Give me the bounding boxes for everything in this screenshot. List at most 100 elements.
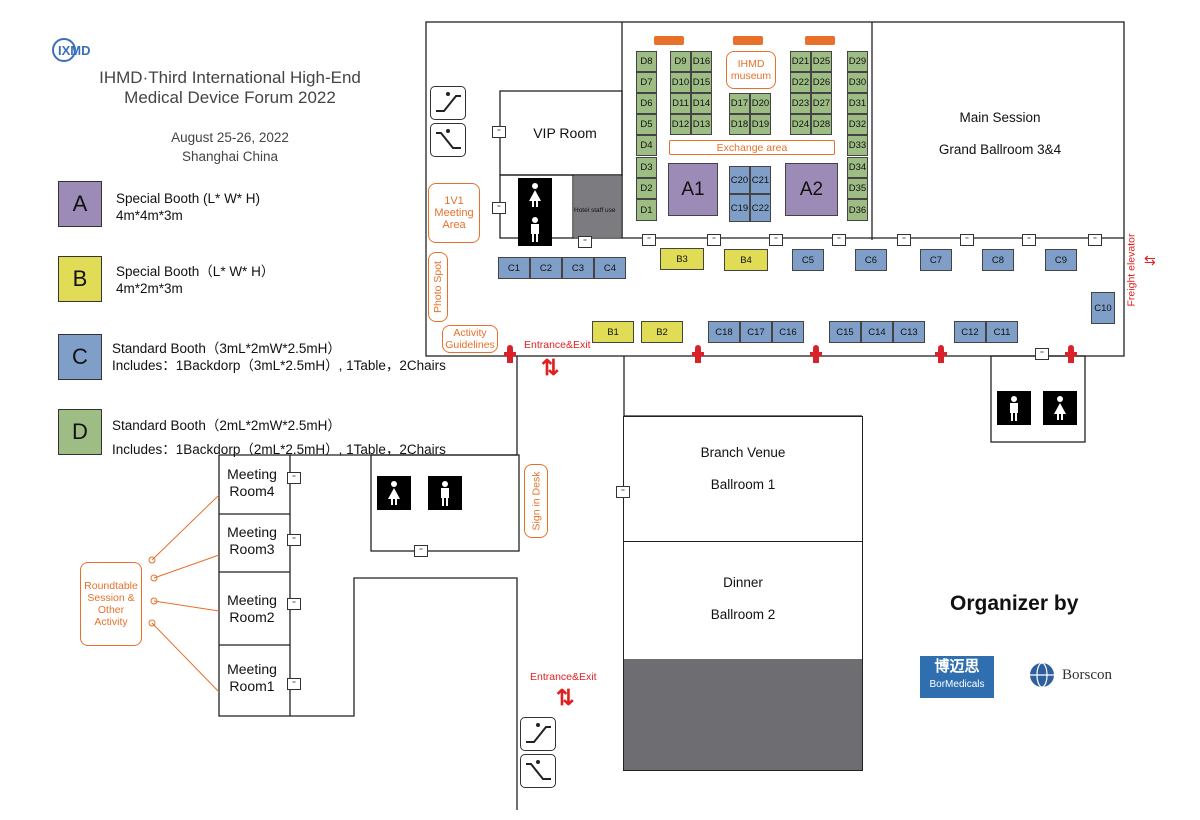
door-icon: ⁼ — [492, 126, 506, 138]
booth-b3[interactable]: B3 — [660, 248, 704, 270]
booth-c18[interactable]: C18 — [708, 321, 740, 343]
booth-d35[interactable]: D35 — [847, 178, 868, 199]
booth-d30[interactable]: D30 — [847, 72, 868, 93]
booth-d2[interactable]: D2 — [636, 178, 657, 199]
roundtable-session: Roundtable Session & Other Activity — [80, 562, 142, 646]
door-icon: ⁼ — [492, 202, 506, 214]
booth-d8[interactable]: D8 — [636, 51, 657, 72]
booth-c16[interactable]: C16 — [772, 321, 804, 343]
booth-d15[interactable]: D15 — [691, 72, 712, 93]
male-restroom-icon — [518, 212, 552, 246]
service-icon — [654, 36, 684, 45]
booth-c1[interactable]: C1 — [498, 257, 530, 279]
escalator-icon-1 — [430, 86, 466, 120]
booth-d24[interactable]: D24 — [790, 114, 811, 135]
booth-d11[interactable]: D11 — [670, 93, 691, 114]
booth-a2[interactable]: A2 — [785, 163, 838, 216]
booth-c6[interactable]: C6 — [855, 249, 887, 271]
booth-d17[interactable]: D17 — [729, 93, 750, 114]
booth-d6[interactable]: D6 — [636, 93, 657, 114]
booth-d19[interactable]: D19 — [750, 114, 771, 135]
booth-c5[interactable]: C5 — [792, 249, 824, 271]
booth-c8[interactable]: C8 — [982, 249, 1014, 271]
booth-d20[interactable]: D20 — [750, 93, 771, 114]
booth-d14[interactable]: D14 — [691, 93, 712, 114]
escalator-icon-4 — [520, 754, 556, 788]
booth-d12[interactable]: D12 — [670, 114, 691, 135]
branch-venue-room — [623, 416, 863, 542]
booth-d3[interactable]: D3 — [636, 157, 657, 178]
female-restroom-icon — [518, 178, 552, 212]
booth-d36[interactable]: D36 — [847, 199, 868, 221]
page-title: IHMD·Third International High-End Medica… — [99, 68, 361, 107]
hotel-staff-area — [574, 176, 621, 237]
booth-c20[interactable]: C20 — [729, 166, 750, 194]
legend-text-c: Standard Booth（3mL*2mW*2.5mH）Includes：1B… — [112, 341, 446, 373]
photo-spot: Photo Spot — [428, 252, 448, 322]
male-restroom-icon — [428, 476, 462, 510]
booth-c10[interactable]: C10 — [1091, 292, 1115, 324]
booth-d1[interactable]: D1 — [636, 199, 657, 221]
door-icon: ⁼ — [1035, 348, 1049, 360]
booth-c21[interactable]: C21 — [750, 166, 771, 194]
booth-c2[interactable]: C2 — [530, 257, 562, 279]
door-icon: ⁼ — [960, 234, 974, 246]
booth-d7[interactable]: D7 — [636, 72, 657, 93]
organizer-heading: Organizer by — [950, 592, 1079, 615]
booth-c15[interactable]: C15 — [829, 321, 861, 343]
female-restroom-icon — [1043, 391, 1077, 425]
booth-b4[interactable]: B4 — [724, 249, 768, 271]
booth-d9[interactable]: D9 — [670, 51, 691, 72]
dinner-stage — [624, 659, 862, 770]
booth-d22[interactable]: D22 — [790, 72, 811, 93]
booth-c14[interactable]: C14 — [861, 321, 893, 343]
exchange-area: Exchange area — [669, 140, 835, 155]
booth-b2[interactable]: B2 — [641, 321, 683, 343]
entrance-arrows-icon-1: ⇅ — [541, 355, 560, 380]
legend-box-d: D — [58, 409, 102, 455]
booth-c11[interactable]: C11 — [986, 321, 1018, 343]
legend-text-b: Special Booth（L* W* H）4m*2m*3m — [116, 264, 275, 296]
booth-d10[interactable]: D10 — [670, 72, 691, 93]
booth-d13[interactable]: D13 — [691, 114, 712, 135]
booth-c22[interactable]: C22 — [750, 194, 771, 222]
female-restroom-icon — [377, 476, 411, 510]
door-icon: ⁼ — [1022, 234, 1036, 246]
booth-c4[interactable]: C4 — [594, 257, 626, 279]
booth-d26[interactable]: D26 — [811, 72, 832, 93]
booth-c3[interactable]: C3 — [562, 257, 594, 279]
booth-d4[interactable]: D4 — [636, 135, 657, 156]
door-icon: ⁼ — [616, 486, 630, 498]
booth-c17[interactable]: C17 — [740, 321, 772, 343]
booth-d21[interactable]: D21 — [790, 51, 811, 72]
booth-d27[interactable]: D27 — [811, 93, 832, 114]
booth-d25[interactable]: D25 — [811, 51, 832, 72]
borscon-label: Borscon — [1062, 667, 1112, 683]
booth-c9[interactable]: C9 — [1045, 249, 1077, 271]
booth-d34[interactable]: D34 — [847, 157, 868, 178]
booth-d18[interactable]: D18 — [729, 114, 750, 135]
booth-d23[interactable]: D23 — [790, 93, 811, 114]
booth-d29[interactable]: D29 — [847, 51, 868, 72]
booth-d33[interactable]: D33 — [847, 135, 868, 156]
booth-d31[interactable]: D31 — [847, 93, 868, 114]
booth-c19[interactable]: C19 — [729, 194, 750, 222]
booth-c13[interactable]: C13 — [893, 321, 925, 343]
booth-d28[interactable]: D28 — [811, 114, 832, 135]
booth-b1[interactable]: B1 — [592, 321, 634, 343]
door-icon: ⁼ — [414, 545, 428, 557]
booth-d16[interactable]: D16 — [691, 51, 712, 72]
activity-guidelines: Activity Guidelines — [442, 325, 498, 353]
meeting-1v1-area: 1V1 Meeting Area — [428, 183, 480, 243]
booth-c7[interactable]: C7 — [920, 249, 952, 271]
booth-a1[interactable]: A1 — [668, 163, 718, 216]
freight-elevator-label: Freight elevator — [1125, 233, 1138, 307]
svg-text:IXMD: IXMD — [58, 43, 91, 58]
booth-c12[interactable]: C12 — [954, 321, 986, 343]
door-icon: ⁼ — [578, 236, 592, 248]
booth-d5[interactable]: D5 — [636, 114, 657, 135]
booth-d32[interactable]: D32 — [847, 114, 868, 135]
